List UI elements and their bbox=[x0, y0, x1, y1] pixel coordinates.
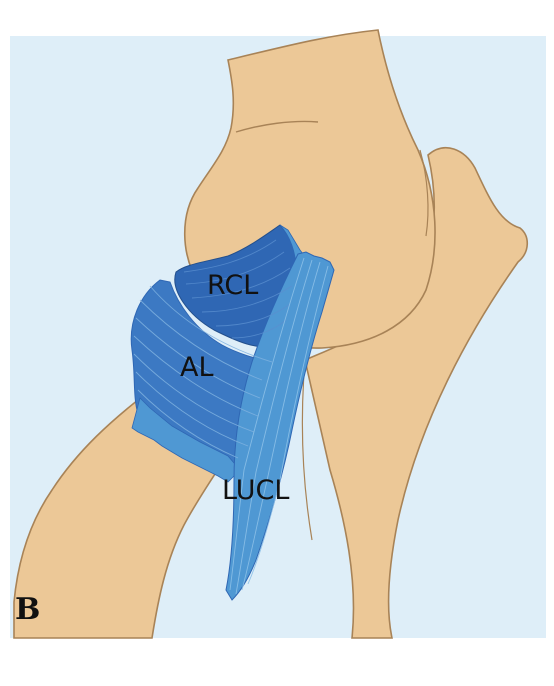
annular-ligament-band bbox=[131, 397, 241, 483]
rcl-fibers bbox=[183, 239, 293, 339]
condyle-edge bbox=[419, 149, 429, 237]
rcl-label: RCL bbox=[207, 270, 259, 301]
lucl-label: LUCL bbox=[222, 475, 290, 506]
ulna-bone bbox=[304, 146, 529, 639]
lucl-fibers bbox=[229, 257, 329, 595]
al-label: AL bbox=[180, 352, 214, 383]
condyle-contour bbox=[235, 120, 319, 133]
panel-letter: B bbox=[15, 592, 41, 627]
annular-ligament-fibers bbox=[133, 285, 273, 459]
ulna-edge bbox=[301, 359, 313, 541]
lateral-ulnar-collateral-ligament bbox=[225, 251, 335, 601]
